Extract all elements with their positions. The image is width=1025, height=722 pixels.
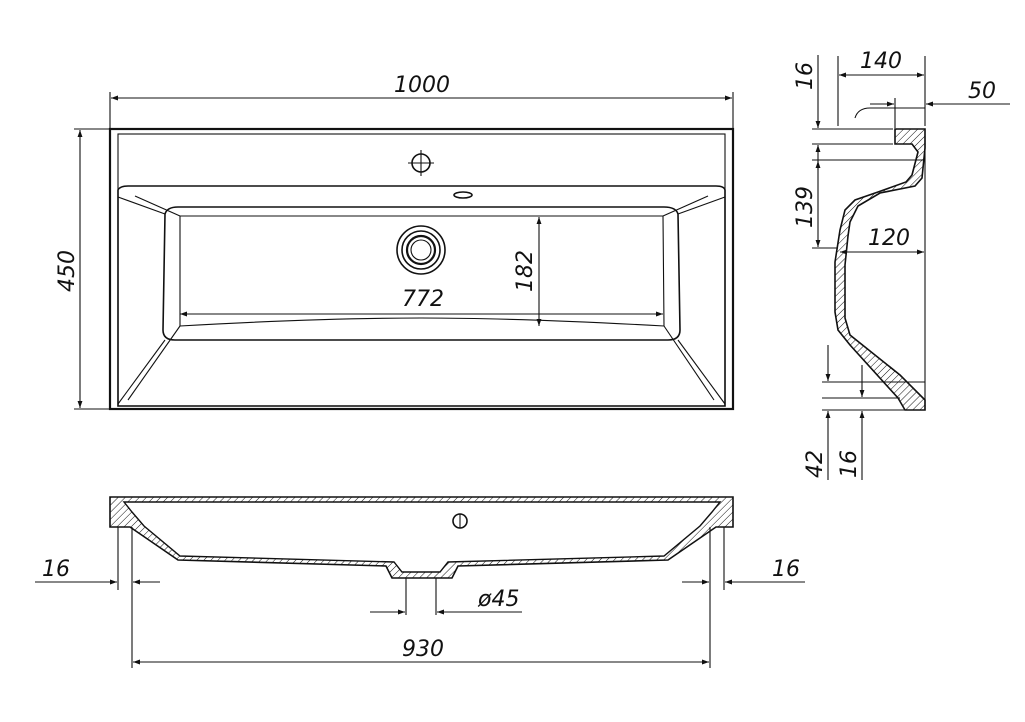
dim-label-930: 930 xyxy=(402,637,444,662)
front-view: 16 16 ø45 930 xyxy=(35,496,805,668)
front-bowl-interior xyxy=(122,501,722,573)
faucet-hole xyxy=(408,150,434,176)
dim-label-450: 450 xyxy=(55,250,80,292)
dim-label-772: 772 xyxy=(402,287,444,312)
bowl-corner-bl xyxy=(117,339,166,405)
dim-label-16-left: 16 xyxy=(42,557,70,582)
bowl-corner-tl xyxy=(117,196,166,215)
bowl-corner-br2 xyxy=(663,325,715,401)
bowl-corner-tl2 xyxy=(134,195,181,217)
side-view: 140 50 16 139 120 42 16 xyxy=(793,49,1010,480)
dim-label-16-right: 16 xyxy=(772,557,800,582)
overflow-slot xyxy=(453,191,473,199)
dim-label-16-top: 16 xyxy=(793,62,818,90)
dim-label-50: 50 xyxy=(968,79,996,104)
dim-label-16-bottom: 16 xyxy=(837,450,862,478)
bowl-corner-bl2 xyxy=(127,325,181,401)
top-view: 1000 450 772 182 xyxy=(55,73,735,411)
bowl-outer-edge xyxy=(117,185,726,407)
dim-label-42: 42 xyxy=(803,450,828,478)
dim-label-1000: 1000 xyxy=(394,73,450,98)
bowl-corner-tr xyxy=(677,196,726,215)
dim-label-139: 139 xyxy=(793,186,818,228)
drain-top xyxy=(396,225,446,275)
bowl-inner-flat xyxy=(162,206,681,341)
side-bowl-curve xyxy=(895,143,919,176)
dim-label-45: ø45 xyxy=(477,587,519,612)
bowl-corner-tr2 xyxy=(662,195,709,217)
dim-label-182: 182 xyxy=(513,250,538,292)
bowl-corner-br xyxy=(677,339,726,405)
bowl-inner-flat-2 xyxy=(179,215,665,327)
side-inner-profile xyxy=(854,107,925,119)
dim-label-120: 120 xyxy=(868,226,910,251)
top-view-outline xyxy=(108,127,735,411)
side-section-hatched xyxy=(834,128,926,411)
dim-label-140: 140 xyxy=(860,49,902,74)
